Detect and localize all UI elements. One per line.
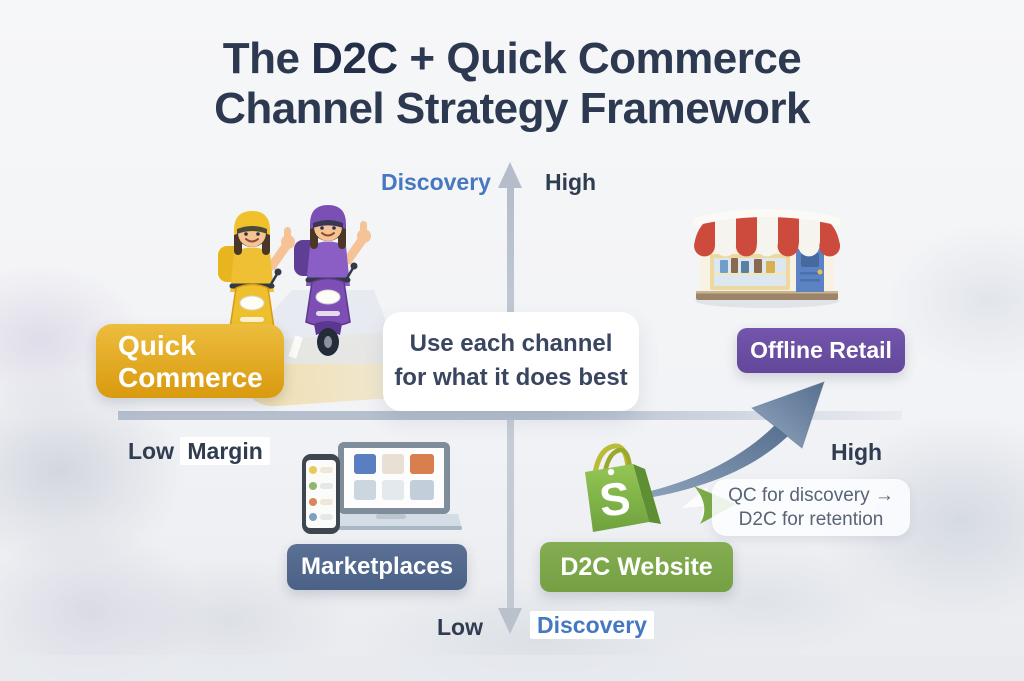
axis-label-low-bottom: Low (437, 614, 483, 640)
center-message-box: Use each channel for what it does best (383, 312, 639, 411)
door-knob (817, 269, 823, 275)
store-window (710, 254, 790, 290)
offline-retail-box: Offline Retail (737, 328, 905, 373)
annotation-box: QC for discovery → D2C for retention (712, 479, 910, 536)
up-arrow-icon (498, 162, 522, 188)
page-title: The D2C + Quick Commerce Channel Strateg… (0, 34, 1024, 134)
down-arrow-icon (498, 608, 522, 634)
marketplaces-box: Marketplaces (287, 544, 467, 590)
axis-label-high-right: High (831, 439, 883, 465)
axis-label-high-top: High (545, 169, 597, 195)
d2c-website-box: D2C Website (540, 542, 733, 592)
margin-highlight: Margin (180, 437, 270, 465)
axis-label-discovery-top: Discovery (381, 169, 491, 195)
title-line1: The D2C + Quick Commerce (222, 34, 802, 83)
title-line2: Channel Strategy Framework (214, 84, 810, 133)
store-door (796, 248, 824, 292)
bottom-band (0, 655, 1024, 681)
store-awning (694, 209, 841, 257)
rider-purple (294, 205, 371, 356)
laptop-phone-icon (302, 442, 462, 534)
storefront-icon (694, 209, 841, 308)
laptop (320, 442, 462, 530)
horizontal-axis (118, 411, 902, 420)
shopping-bag-icon: S (585, 443, 661, 532)
rider-yellow (218, 211, 295, 362)
axis-label-discovery-bottom: Discovery (530, 611, 654, 639)
smartphone (302, 454, 340, 534)
bag-letter: S (597, 472, 633, 527)
growth-arrow-icon (618, 381, 825, 502)
axis-label-low-margin: Low Margin (128, 437, 270, 465)
quick-commerce-box: Quick Commerce (96, 324, 284, 398)
